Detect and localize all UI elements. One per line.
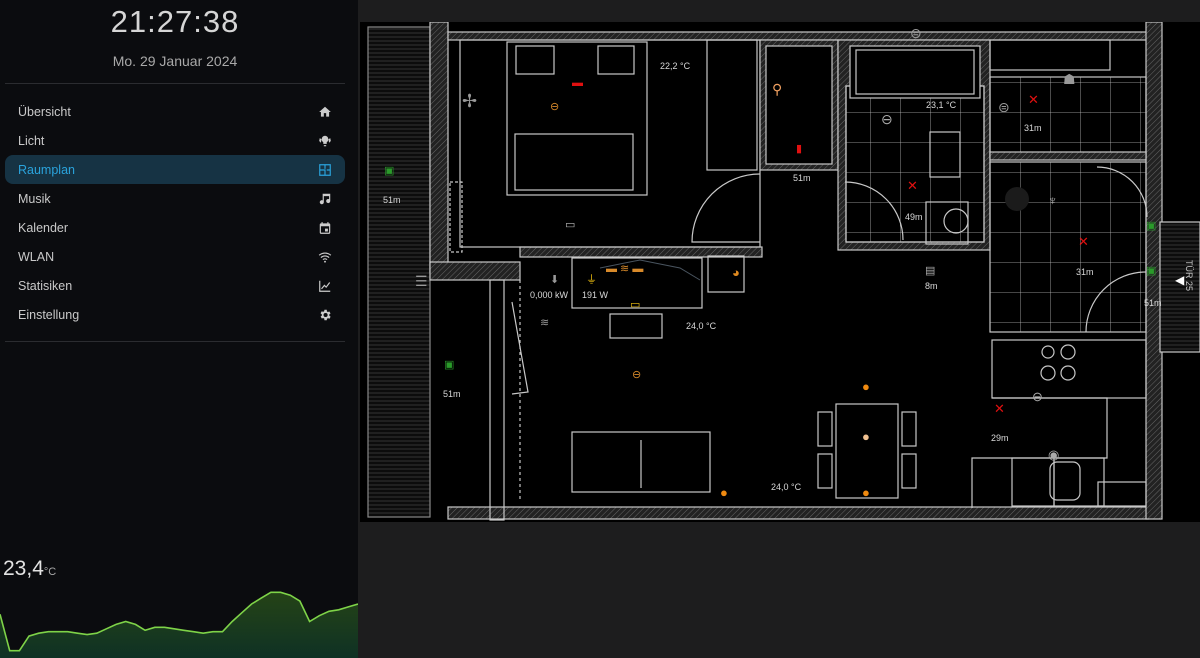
clock: 21:27:38 [110,4,240,39]
calendar-icon [319,221,331,234]
temperature-sparkline [0,591,358,658]
power-kw: 0,000 kW [530,290,569,300]
temperature-unit: °C [43,566,57,578]
sparkline-line [0,591,358,652]
motion-sensor-icon[interactable]: ✕ [994,401,1005,416]
sidebar-item-musik[interactable]: Musik [5,184,345,213]
entrance-arrow-icon: ◀ [1175,273,1185,287]
floor-plan-icon [319,163,331,176]
window-open-icon[interactable]: ▣ [1146,220,1157,232]
ceiling-light-icon[interactable]: ⊖ [881,111,893,127]
sidebar-item-label: Einstellung [18,307,80,322]
bulb-icon[interactable]: ● [720,485,728,500]
ventilation-icon[interactable]: ⊜ [998,99,1010,115]
sidebar-item-kalender[interactable]: Kalender [5,213,345,242]
bulb-icon[interactable]: ● [862,429,870,444]
empty-area [358,522,1200,658]
plug-icon[interactable]: ⬇ [550,274,560,286]
window-open-icon[interactable]: ▣ [1146,265,1157,277]
sparkline-area [0,592,358,658]
thermostat-icon[interactable]: ▤ [925,265,936,277]
lamp-icon[interactable]: ◕ [732,265,740,280]
tv-icon[interactable]: ▭ [565,219,576,231]
pendant-light-icon[interactable]: ◉ [1048,447,1060,462]
wifi-icon [318,251,332,263]
thermostat-status: 8m [925,281,938,291]
sidebar-item-label: Musik [18,191,51,206]
divider [5,341,345,342]
bulb-icon[interactable]: ● [862,379,870,394]
sidebar: 21:27:38 Mo. 29 Januar 2024 Übersicht Li… [0,0,358,658]
ceiling-light-icon[interactable]: ⊖ [550,101,560,113]
dining-temperature: 24,0 °C [771,482,802,492]
spotlight-icon[interactable]: ⚲ [772,81,783,97]
bulb-icon[interactable]: ● [862,485,870,500]
floor-plan: 22,2 °C 23,1 °C 24,0 °C 24,0 °C 0,000 kW… [360,21,1200,522]
power-w: 191 W [582,290,609,300]
sidebar-item-label: Übersicht [18,104,71,119]
chandelier-icon[interactable]: ♆ [1048,193,1058,208]
entry-door-status: 51m [1144,298,1162,308]
gear-icon [320,309,331,320]
sidebar-item-uebersicht[interactable]: Übersicht [5,97,345,126]
divider [5,83,345,84]
sidebar-item-wlan[interactable]: WLAN [5,242,345,271]
lightbulb-group-icon [319,135,331,146]
entrance-label: TÜR 25 [1184,260,1194,292]
fan-icon[interactable]: ✢ [462,91,478,111]
bed-icon[interactable]: ▬ [572,77,583,89]
sidebar-item-label: Licht [18,133,45,148]
hall-motion-status: 31m [1076,267,1094,277]
bath-motion-status: 49m [905,212,923,222]
sidebar-item-label: Statisiken [18,278,73,293]
ceiling-light-icon[interactable]: ⊖ [1032,389,1043,404]
door-open-icon[interactable]: ▮ [796,143,803,155]
date: Mo. 29 Januar 2024 [112,53,238,69]
sidebar-item-raumplan[interactable]: Raumplan [5,155,345,184]
living-temperature: 24,0 °C [686,321,717,331]
home-icon [319,106,331,117]
sidebar-item-label: Raumplan [18,162,75,177]
ventilation-icon[interactable]: ⊜ [910,25,922,41]
header-bar [360,0,1200,22]
motion-sensor-icon[interactable]: ✕ [1078,234,1089,249]
floor-plan-drawing [367,21,1200,521]
balcony-door-2-status: 51m [443,389,461,399]
kitchen-motion-status: 29m [991,433,1009,443]
sidebar-item-label: WLAN [18,249,55,264]
motion-sensor-icon[interactable]: ✕ [1028,92,1039,107]
balcony-door-1-status: 51m [383,195,401,205]
led-strip-icon[interactable]: ▬ ≋ ▬ [606,263,644,275]
temperature-readout: 23,4°C [3,557,56,581]
sidebar-item-einstellung[interactable]: Einstellung [5,300,345,329]
chart-line-icon [319,280,331,292]
sidebar-item-licht[interactable]: Licht [5,126,345,155]
power-plug-icon[interactable]: ⏚ [586,274,597,286]
wc-motion-status: 31m [1024,123,1042,133]
sidebar-item-statistiken[interactable]: Statisiken [5,271,345,300]
hall-door-status: 51m [793,173,811,183]
laptop-icon[interactable]: ▭ [630,299,641,311]
motion-sensor-icon[interactable]: ✕ [907,178,918,193]
window-open-icon[interactable]: ▣ [384,165,395,177]
radiator-icon[interactable]: ≋ [540,317,550,329]
window-open-icon[interactable]: ▣ [444,359,455,371]
radiator-icon[interactable]: ☰ [415,273,428,289]
bath-temperature: 23,1 °C [926,100,957,110]
light-fixture-icon[interactable]: ☗ [1063,71,1076,87]
sidebar-item-label: Kalender [18,220,69,235]
bedroom-temperature: 22,2 °C [660,61,691,71]
temperature-value: 23,4 [3,557,44,580]
music-note-icon [319,193,331,204]
ceiling-light-icon[interactable]: ⊖ [632,369,642,381]
robot-vacuum-icon[interactable] [1005,187,1029,211]
